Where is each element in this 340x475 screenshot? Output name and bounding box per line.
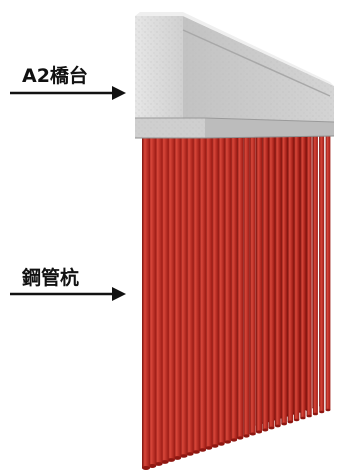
steel-pipe-pile [325, 135, 331, 410]
steel-pipe-pile [218, 135, 225, 444]
steel-pipe-pile [281, 135, 287, 424]
steel-pipe-pile [287, 135, 294, 422]
pile-bottom-cap [275, 424, 281, 428]
pile-bottom-cap [218, 442, 225, 446]
pile-bottom-cap [319, 410, 325, 414]
steel-pipe-pile [237, 135, 244, 438]
pile-bottom-cap [293, 418, 300, 422]
pile-bottom-cap [148, 464, 157, 468]
steel-pipe-pile [173, 135, 182, 459]
pile-bottom-cap [180, 454, 188, 458]
steel-pipe-pile [256, 135, 262, 432]
pile-bottom-cap [230, 438, 238, 442]
pile-bottom-cap [224, 440, 231, 444]
pile-bottom-cap [192, 450, 200, 454]
pile-bottom-cap [268, 426, 275, 430]
pile-bottom-cap [154, 462, 163, 466]
steel-pipe-pile [205, 135, 213, 448]
pile-bottom-cap [161, 460, 169, 464]
pile-bottom-cap [287, 420, 293, 424]
steel-pipe-pile [268, 135, 275, 429]
pile-bottom-cap [325, 408, 331, 412]
steel-pipe-pile [148, 136, 157, 466]
abutment-front-face-speckle [135, 16, 183, 118]
arrow-piles-head [112, 287, 126, 301]
steel-pipe-pile [192, 135, 200, 452]
footing-edge-line [135, 117, 335, 123]
steel-pipe-pile [300, 135, 306, 418]
a2-abutment [135, 12, 335, 139]
pile-bottom-cap [173, 456, 182, 460]
steel-pipe-pile [142, 136, 150, 468]
leader-arrows [10, 86, 126, 301]
steel-pipe-pile [154, 135, 163, 464]
steel-pipe-piles [142, 135, 331, 470]
steel-pipe-pile [275, 135, 281, 427]
pile-bottom-cap [205, 446, 213, 450]
pile-bottom-cap [211, 444, 219, 448]
pile-bottom-cap [300, 416, 306, 420]
pile-bottom-cap [186, 452, 194, 456]
pile-bottom-cap [142, 466, 150, 470]
pile-bottom-cap [243, 434, 250, 438]
footing-front-face-speckle [135, 118, 205, 138]
pile-bottom-cap [312, 412, 318, 416]
steel-pipe-pile [161, 135, 169, 462]
steel-pipe-pile [180, 135, 188, 457]
steel-pipe-pile [293, 135, 300, 420]
piles-label: 鋼管杭 [22, 267, 80, 289]
steel-pipe-pile [312, 135, 318, 414]
steel-pipe-pile [224, 135, 231, 442]
pile-bottom-cap [306, 414, 312, 418]
steel-pipe-pile [249, 135, 256, 434]
pile-bottom-cap [199, 448, 206, 452]
pile-bottom-cap [256, 430, 262, 434]
footing-side-face [205, 118, 334, 138]
abutment-ledge-line [182, 29, 331, 97]
steel-pipe-pile [319, 135, 325, 412]
footing-bottom-line [135, 135, 335, 139]
abutment-label: A2橋台 [22, 65, 88, 87]
pile-bottom-cap [262, 428, 269, 432]
steel-pipe-pile [167, 135, 175, 460]
steel-pipe-pile [230, 135, 238, 440]
steel-pipe-pile [306, 135, 312, 416]
arrow-abutment-head [112, 86, 126, 100]
pile-bottom-cap [249, 432, 256, 436]
abutment-side-face-speckle [183, 16, 334, 122]
pile-bottom-cap [281, 422, 287, 426]
steel-pipe-pile [262, 135, 269, 431]
pile-bottom-cap [236, 436, 244, 440]
steel-pipe-pile [186, 135, 194, 455]
steel-pipe-pile [243, 135, 250, 436]
steel-pipe-pile [199, 135, 206, 450]
steel-pipe-pile-back [284, 136, 290, 416]
pile-bottom-cap [167, 458, 175, 462]
steel-pipe-pile [211, 135, 219, 446]
